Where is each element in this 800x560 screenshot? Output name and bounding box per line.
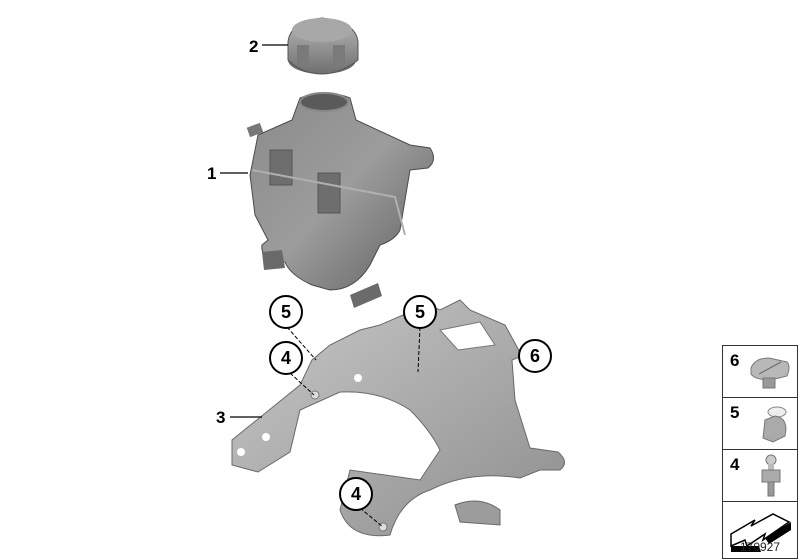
parts-legend: 6 5 4 — [722, 345, 798, 559]
nut-clip-icon — [750, 357, 790, 389]
callout-5-left: 5 — [269, 295, 303, 329]
callout-1: 1 — [207, 164, 217, 183]
callout-3: 3 — [216, 408, 226, 427]
legend-item-direction — [723, 502, 797, 558]
callout-5-right: 5 — [403, 295, 437, 329]
direction-arrow-icon — [730, 513, 791, 552]
legend-item-6: 6 — [723, 346, 797, 398]
legend-item-5: 5 — [723, 398, 797, 450]
callout-2: 2 — [249, 37, 259, 56]
document-number: 170927 — [739, 540, 781, 554]
callout-6: 6 — [518, 339, 552, 373]
cap-part — [287, 17, 359, 75]
clip-icon — [762, 406, 787, 443]
stud-bolt-icon — [761, 454, 781, 497]
callout-4-upper: 4 — [269, 341, 303, 375]
expansion-tank-part — [246, 92, 434, 308]
callout-4-lower: 4 — [339, 477, 373, 511]
bracket-part — [231, 299, 565, 537]
legend-item-4: 4 — [723, 450, 797, 502]
